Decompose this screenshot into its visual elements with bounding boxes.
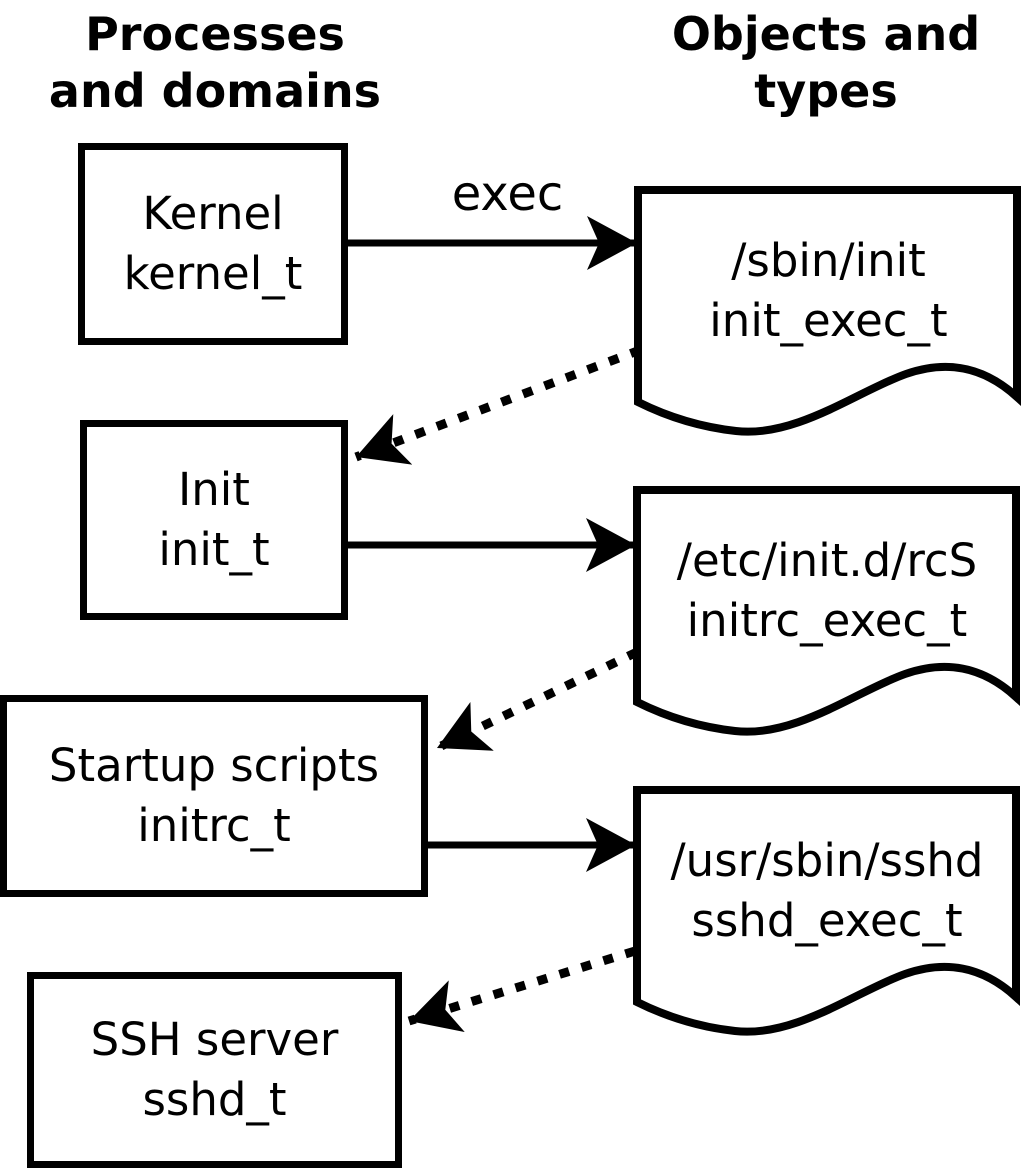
header-line: types <box>754 64 898 118</box>
process-domain: init_t <box>158 523 270 576</box>
edge-label-exec: exec <box>451 166 564 222</box>
document-shape-etc-initd-rcs <box>637 490 1016 732</box>
process-name: SSH server <box>90 1013 339 1066</box>
document-shape-sbin-init <box>638 190 1017 432</box>
header-line: Objects and <box>671 7 981 61</box>
column-header-objects: Objects and types <box>628 6 1024 120</box>
process-domain: initrc_t <box>137 799 291 852</box>
process-box-ssh-server: SSH server sshd_t <box>27 972 402 1168</box>
process-box-startup-scripts: Startup scripts initrc_t <box>0 695 428 897</box>
dotted-arrow-initrc-exec-to-initrc <box>435 647 639 753</box>
dotted-arrow-sshd-exec-to-sshd <box>407 946 637 1032</box>
process-name: Startup scripts <box>48 739 380 792</box>
process-domain: sshd_t <box>142 1073 287 1126</box>
dotted-arrow-init-exec-to-init <box>354 345 642 465</box>
document-shape-usr-sbin-sshd <box>637 790 1016 1032</box>
process-name: Init <box>178 463 250 516</box>
process-box-kernel: Kernel kernel_t <box>78 143 348 345</box>
process-domain: kernel_t <box>123 247 303 300</box>
header-line: and domains <box>48 64 382 118</box>
header-line: Processes <box>85 7 345 61</box>
column-header-processes: Processes and domains <box>0 6 430 120</box>
process-name: Kernel <box>142 187 284 240</box>
process-box-init: Init init_t <box>80 420 348 620</box>
